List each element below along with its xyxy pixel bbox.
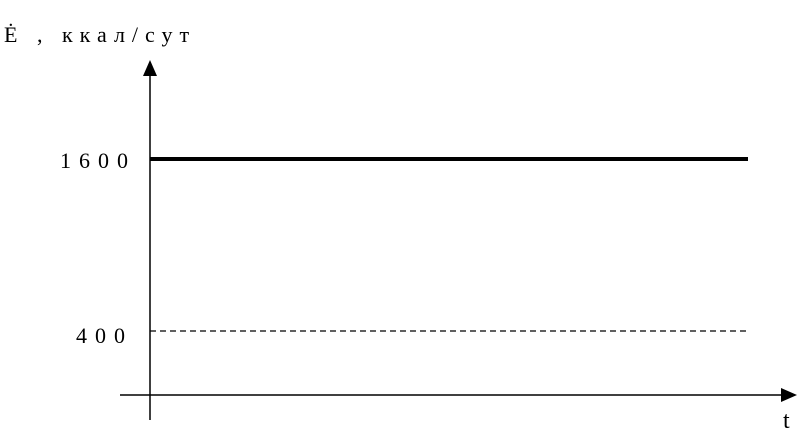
- x-axis-arrowhead: [781, 388, 797, 402]
- y-tick-label-400: 400: [76, 323, 133, 348]
- y-tick-label-1600: 1600: [60, 148, 136, 173]
- y-axis-arrowhead: [143, 60, 157, 76]
- y-axis-label: Ė , ккал/сут: [4, 22, 196, 47]
- x-axis-label: t: [783, 408, 790, 434]
